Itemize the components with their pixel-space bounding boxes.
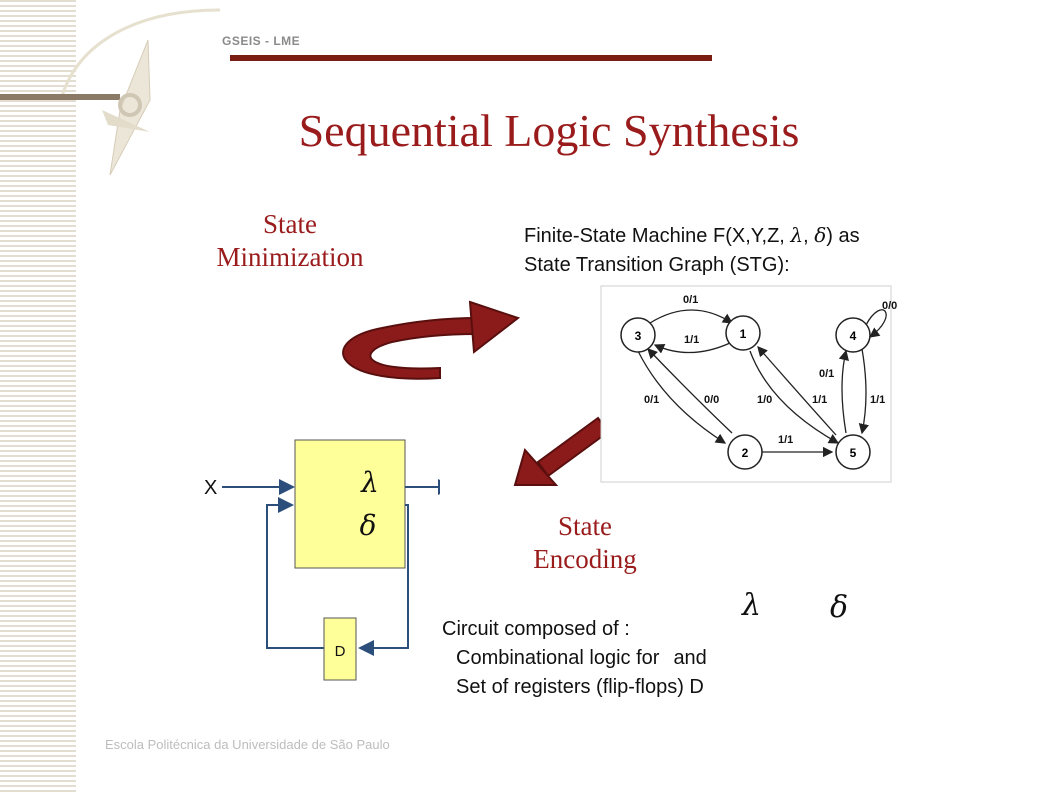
state-encoding-label: State Encoding [500,510,670,576]
fsm-line1: Finite-State Machine F(X,Y,Z, λ, δ) as [524,221,860,251]
state-encoding-line2: Encoding [533,544,637,574]
feedback-wire-in [266,497,324,649]
edge-2-3 [647,348,733,434]
edge-4-5 [858,348,869,435]
state-node-5: 5 [835,434,871,470]
svg-text:4: 4 [850,329,857,343]
svg-text:2: 2 [742,446,749,460]
fsm-line1-post: ) as [826,225,860,247]
block-delta: δ [360,509,377,542]
edge-label-4-5: 1/1 [870,394,885,406]
edge-label-1-5: 1/0 [757,394,772,406]
state-minimization-arrow-icon [342,300,521,380]
combinational-logic-block [294,439,406,569]
circuit-block-diagram: λ δ X Y D [204,439,440,681]
circuit-description: Circuit composed of : Combinational logi… [442,615,707,702]
circuit-line1: Circuit composed of : [442,618,630,640]
fsm-description: Finite-State Machine F(X,Y,Z, λ, δ) as S… [524,221,860,280]
header-org: GSEIS - LME [222,34,301,48]
header-arc [60,8,221,97]
register-label: D [335,643,346,660]
state-encoding-line1: State [558,511,612,541]
fsm-lambda: λ [790,223,804,247]
edge-label-3-1: 0/1 [683,294,698,306]
fsm-line2: State Transition Graph (STG): [524,254,790,276]
edge-1-5 [749,350,840,444]
fsm-delta: δ [814,223,827,247]
state-transition-graph: 3 1 4 2 5 0/1 1/1 0/0 0/1 0/0 1/0 1/1 0/… [600,285,897,483]
feedback-wire-out [358,504,409,656]
circuit-line2-pre: Combinational logic for [456,647,660,669]
svg-text:3: 3 [635,329,642,343]
edge-label-3-2: 0/1 [644,394,659,406]
edge-1-3 [653,342,731,354]
state-node-2: 2 [727,434,763,470]
state-node-3: 3 [620,317,656,353]
fsm-sep: , [803,225,815,247]
edge-3-1 [649,309,734,324]
circuit-lambda: λ [742,588,762,623]
svg-text:1: 1 [740,327,747,341]
svg-text:5: 5 [850,446,857,460]
edge-label-5-4: 0/1 [819,368,834,380]
state-minimization-label: State Minimization [190,208,390,274]
fsm-line1-pre: Finite-State Machine F(X,Y,Z, [524,225,791,247]
state-node-1: 1 [725,315,761,351]
edge-label-4-4: 0/0 [882,300,897,312]
block-lambda: λ [360,466,379,499]
input-label: X [204,477,217,499]
decorative-stripes [0,0,76,793]
edge-5-4 [838,349,849,434]
edge-label-2-5: 1/1 [778,434,793,446]
circuit-line2: Combinational logic for and [442,644,707,673]
edge-label-2-3: 0/0 [704,394,719,406]
compass-icon [102,39,151,176]
edge-4-4 [865,309,887,338]
state-encoding-arrow-icon [513,416,610,486]
state-minimization-line1: State [263,209,317,239]
edge-label-5-1: 1/1 [812,394,827,406]
edge-3-2 [637,350,727,444]
state-node-4: 4 [835,317,871,353]
circuit-line3: Set of registers (flip-flops) D [456,676,704,698]
edge-label-1-3: 1/1 [684,334,699,346]
register-block [323,617,357,681]
footer-institution: Escola Politécnica da Universidade de Sã… [105,737,390,752]
circuit-line2-and: and [673,647,707,669]
circuit-delta: δ [830,590,849,625]
slide-title: Sequential Logic Synthesis [298,105,800,156]
edge-5-1 [757,346,837,436]
state-minimization-line2: Minimization [216,242,364,272]
